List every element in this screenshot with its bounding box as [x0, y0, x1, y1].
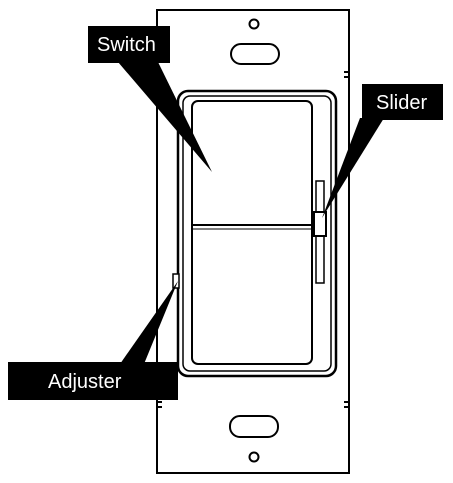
- rocker-switch[interactable]: [191, 100, 313, 365]
- adjuster-callout-pointer: [120, 281, 178, 364]
- top-screw-hole: [248, 18, 260, 30]
- slider-label-box: [362, 84, 443, 120]
- slider-callout-pointer: [322, 118, 384, 218]
- adjuster-label: Adjuster: [48, 371, 122, 393]
- adjuster-label-box: [8, 362, 178, 400]
- slider-label: Slider: [376, 92, 427, 114]
- switch-frame-inner: [182, 95, 332, 372]
- slider-knob[interactable]: [313, 211, 327, 237]
- switch-label-box: [88, 26, 170, 63]
- switch-callout-pointer: [118, 62, 212, 172]
- bottom-screw-hole: [248, 451, 260, 463]
- adjuster-tab[interactable]: [172, 273, 180, 289]
- top-mounting-slot: [230, 43, 280, 65]
- switch-label: Switch: [97, 34, 156, 56]
- bottom-mounting-slot: [229, 415, 279, 438]
